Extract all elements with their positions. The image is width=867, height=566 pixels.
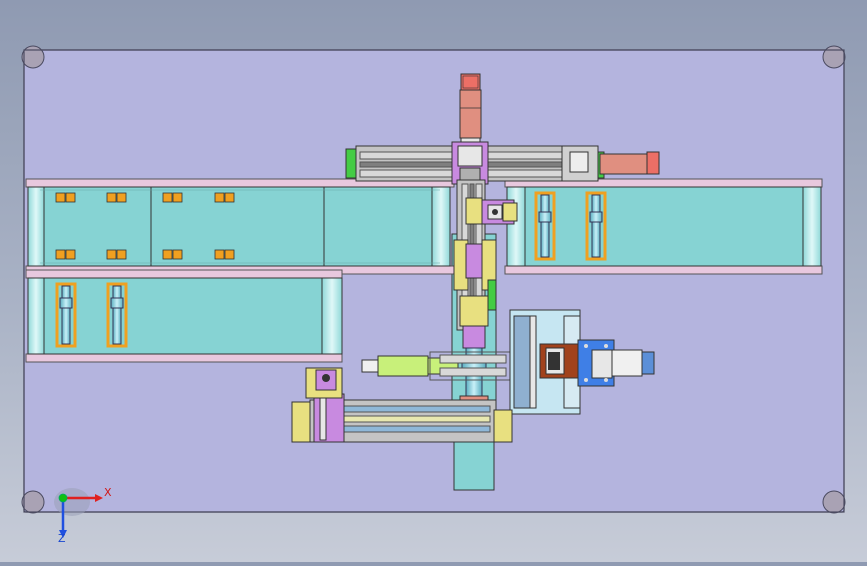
conveyor-upper-left [25, 178, 455, 275]
gripper-station-right [509, 309, 655, 415]
conveyor-right [504, 178, 823, 275]
gripper-upper [481, 199, 518, 225]
gantry-carriage [451, 141, 489, 185]
conveyor-lower-left [25, 269, 343, 363]
axis-triad[interactable]: X Z [54, 486, 112, 545]
axis-x-label: X [104, 486, 112, 499]
axis-z-label: Z [58, 532, 66, 545]
workpiece-shaft [106, 282, 128, 348]
workpiece-shaft [534, 191, 556, 261]
linear-module-bottom [291, 367, 513, 443]
lower-teal-block [453, 435, 495, 491]
workpiece-shaft [585, 191, 607, 261]
workpiece-shaft [55, 282, 77, 348]
servo-motor-vertical [459, 73, 482, 149]
column-brackets [453, 239, 497, 327]
pneumatic-cylinder [361, 351, 511, 381]
